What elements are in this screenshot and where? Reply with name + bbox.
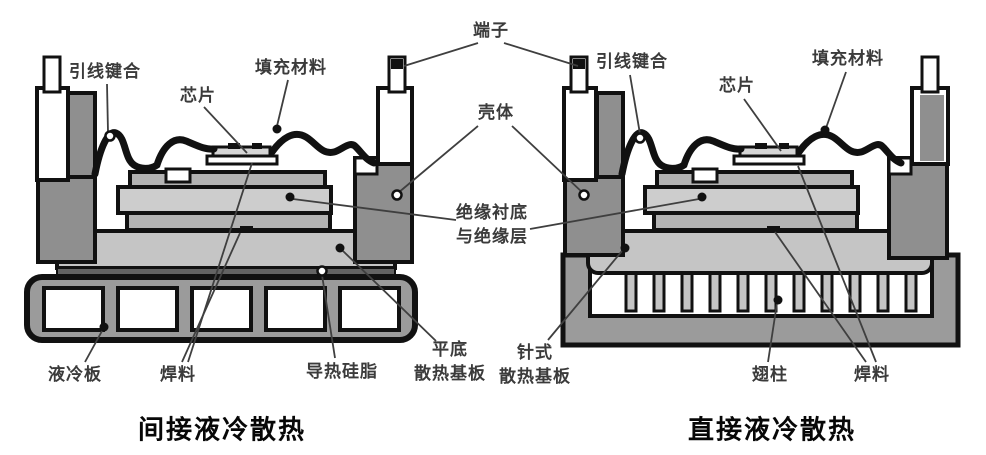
- caption-direct-cooling: 直接液冷散热: [687, 415, 857, 445]
- label-wire-bond-left: 引线键合: [69, 61, 141, 81]
- label-fin-column: 翅柱: [752, 364, 788, 384]
- label-case: 壳体: [478, 102, 514, 122]
- caption-indirect-cooling: 间接液冷散热: [137, 415, 307, 445]
- label-solder-left: 焊料: [160, 364, 196, 384]
- leader-dots: [99, 124, 830, 332]
- label-chip-left: 芯片: [180, 85, 216, 105]
- label-solder-right: 焊料: [854, 364, 890, 384]
- leader-lines: [84, 42, 877, 363]
- label-filler-right: 填充材料: [812, 48, 884, 68]
- label-thermal-grease: 导热硅脂: [306, 361, 378, 381]
- label-insulation: 绝缘衬底 与绝缘层: [456, 202, 528, 246]
- label-terminal: 端子: [473, 20, 509, 40]
- label-cold-plate: 液冷板: [48, 364, 102, 384]
- label-pin-base: 针式 散热基板: [499, 342, 571, 386]
- label-flat-base: 平底 散热基板: [414, 339, 486, 383]
- label-filler-left: 填充材料: [255, 57, 327, 77]
- label-chip-right: 芯片: [719, 75, 755, 95]
- label-wire-bond-right: 引线键合: [596, 51, 668, 71]
- right-module: [560, 55, 961, 348]
- left-module: [24, 55, 418, 343]
